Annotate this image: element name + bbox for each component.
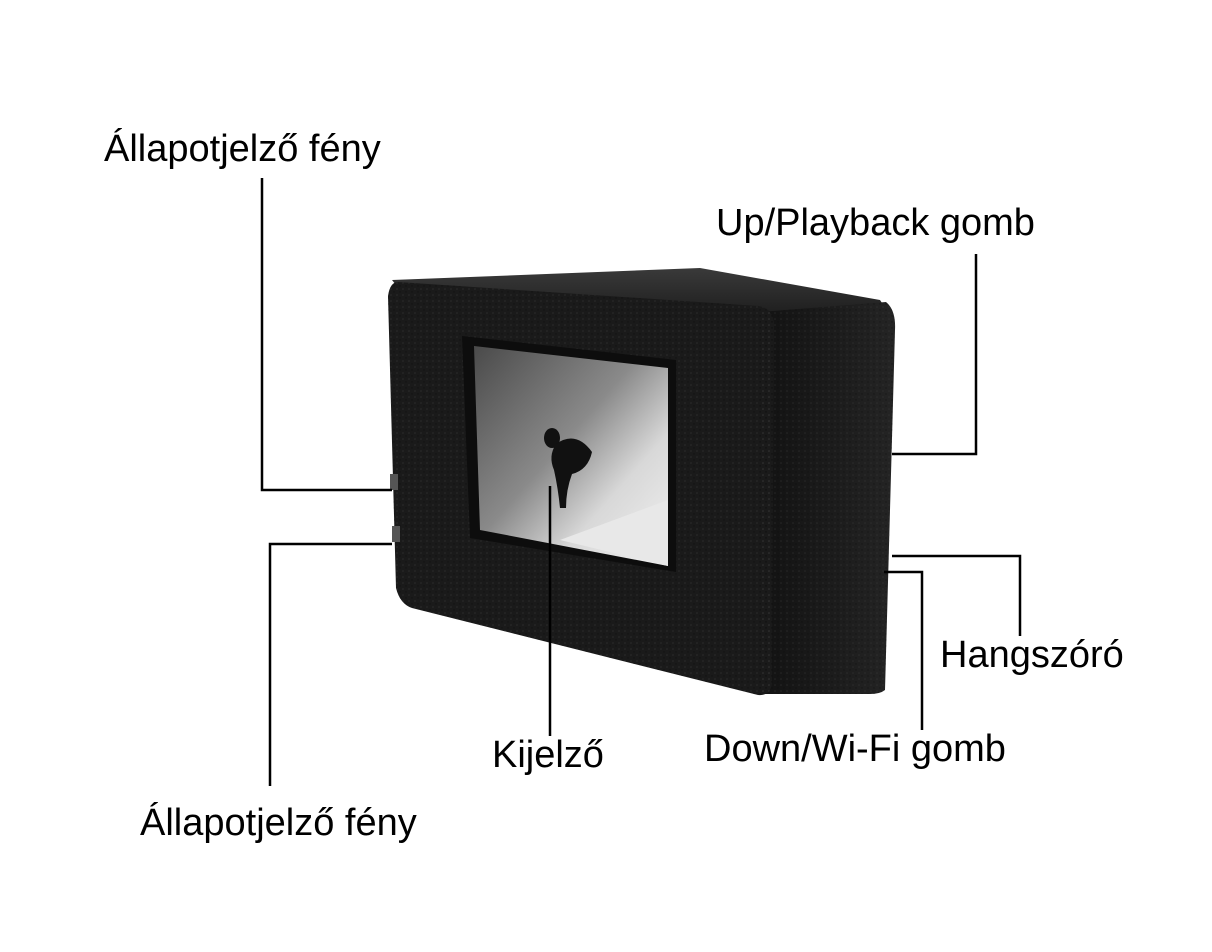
status-light-top-icon [390, 474, 398, 490]
label-up-playback-button: Up/Playback gomb [716, 202, 1035, 244]
label-status-light-bottom: Állapotjelző fény [140, 802, 417, 844]
label-status-light-top: Állapotjelző fény [104, 128, 381, 170]
leader-lines [260, 178, 1022, 786]
screen-highlight [560, 500, 668, 566]
label-speaker: Hangszóró [940, 634, 1124, 676]
camera-top-surface [392, 268, 892, 318]
leader-status-top [260, 178, 392, 492]
status-light-bottom-icon [392, 526, 400, 542]
leader-speaker [892, 554, 1022, 636]
screen-figure [544, 428, 592, 508]
camera-side-texture [760, 302, 896, 694]
label-down-wifi-button: Down/Wi-Fi gomb [704, 728, 1006, 770]
leader-down-wifi [884, 570, 924, 730]
leader-up-playback [892, 254, 978, 456]
label-display: Kijelző [492, 734, 604, 776]
leader-status-bottom [268, 542, 392, 786]
